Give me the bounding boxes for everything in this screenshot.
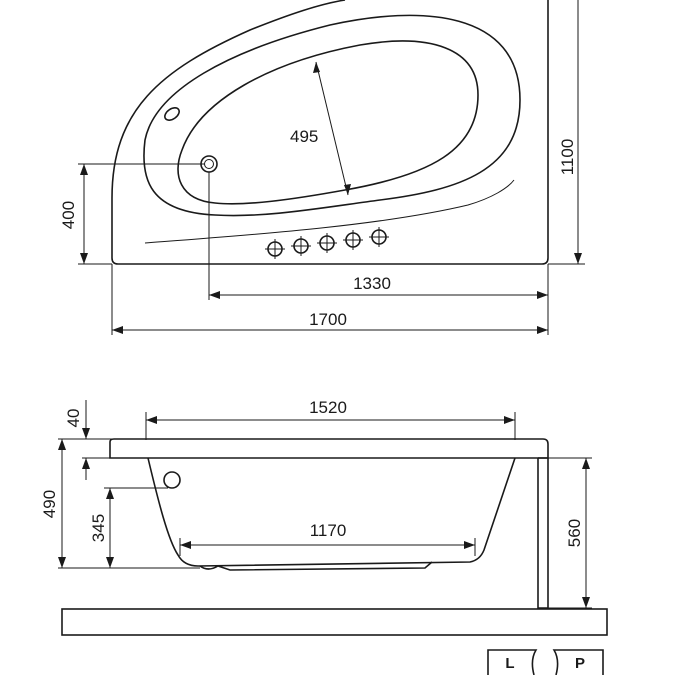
dimension-drain-to-edge: 1330 (208, 172, 549, 335)
jet-nozzles (265, 227, 389, 259)
dimension-label-rim-thickness: 40 (64, 409, 83, 428)
variant-label-left: L (505, 655, 514, 672)
side-overflow-hole (163, 471, 181, 489)
dimension-label-panel-height: 560 (565, 519, 584, 547)
jet-nozzle (265, 239, 285, 259)
jet-nozzle (291, 236, 311, 256)
dimension-basin-width: 495 (290, 61, 351, 196)
front-sweep-line (144, 179, 515, 244)
overflow-hole (164, 107, 180, 121)
jet-nozzle (369, 227, 389, 247)
dimension-label-total-length: 1700 (309, 310, 347, 329)
side-view: 40 1520 490 345 (40, 398, 608, 636)
variant-badge-left: L (487, 649, 538, 675)
tub-rim-outline (143, 14, 521, 217)
dimension-rim-thickness: 40 (64, 400, 148, 480)
dimension-panel-height: 560 (548, 457, 592, 609)
dimension-label-bottom-length: 1170 (310, 521, 347, 540)
dimension-label-total-height: 490 (40, 490, 59, 518)
dimension-total-depth: 1100 (548, 0, 585, 265)
dimension-drain-offset: 400 (59, 163, 205, 265)
jet-nozzle (317, 233, 337, 253)
tub-body-shell (147, 457, 516, 567)
dimension-label-basin-width: 495 (290, 127, 318, 146)
dimension-inner-top-length: 1520 (145, 398, 516, 440)
drain-inner (204, 159, 214, 169)
variant-label-right: P (575, 655, 585, 672)
variant-badge-right: P (552, 649, 604, 675)
dimension-overflow-height: 345 (89, 487, 168, 568)
dimension-label-drain-to-edge: 1330 (353, 274, 391, 293)
tub-outer-outline (111, 0, 549, 265)
tub-basin-outline (177, 40, 479, 205)
dimension-label-total-depth: 1100 (558, 139, 577, 176)
tub-rim-slab (109, 438, 549, 459)
top-view: 495 1100 400 1330 (59, 0, 585, 335)
tub-bottom-base (199, 561, 433, 571)
jet-nozzle (343, 230, 363, 250)
dimension-label-inner-top-length: 1520 (309, 398, 347, 417)
dimension-total-height: 490 (40, 438, 200, 569)
floor-base (61, 608, 608, 636)
dimension-bottom-length: 1170 (179, 521, 476, 556)
dimension-label-overflow-height: 345 (89, 514, 108, 542)
dimension-label-drain-offset: 400 (59, 201, 78, 229)
dimension-total-length: 1700 (111, 264, 548, 335)
tub-side-panel (537, 457, 549, 609)
